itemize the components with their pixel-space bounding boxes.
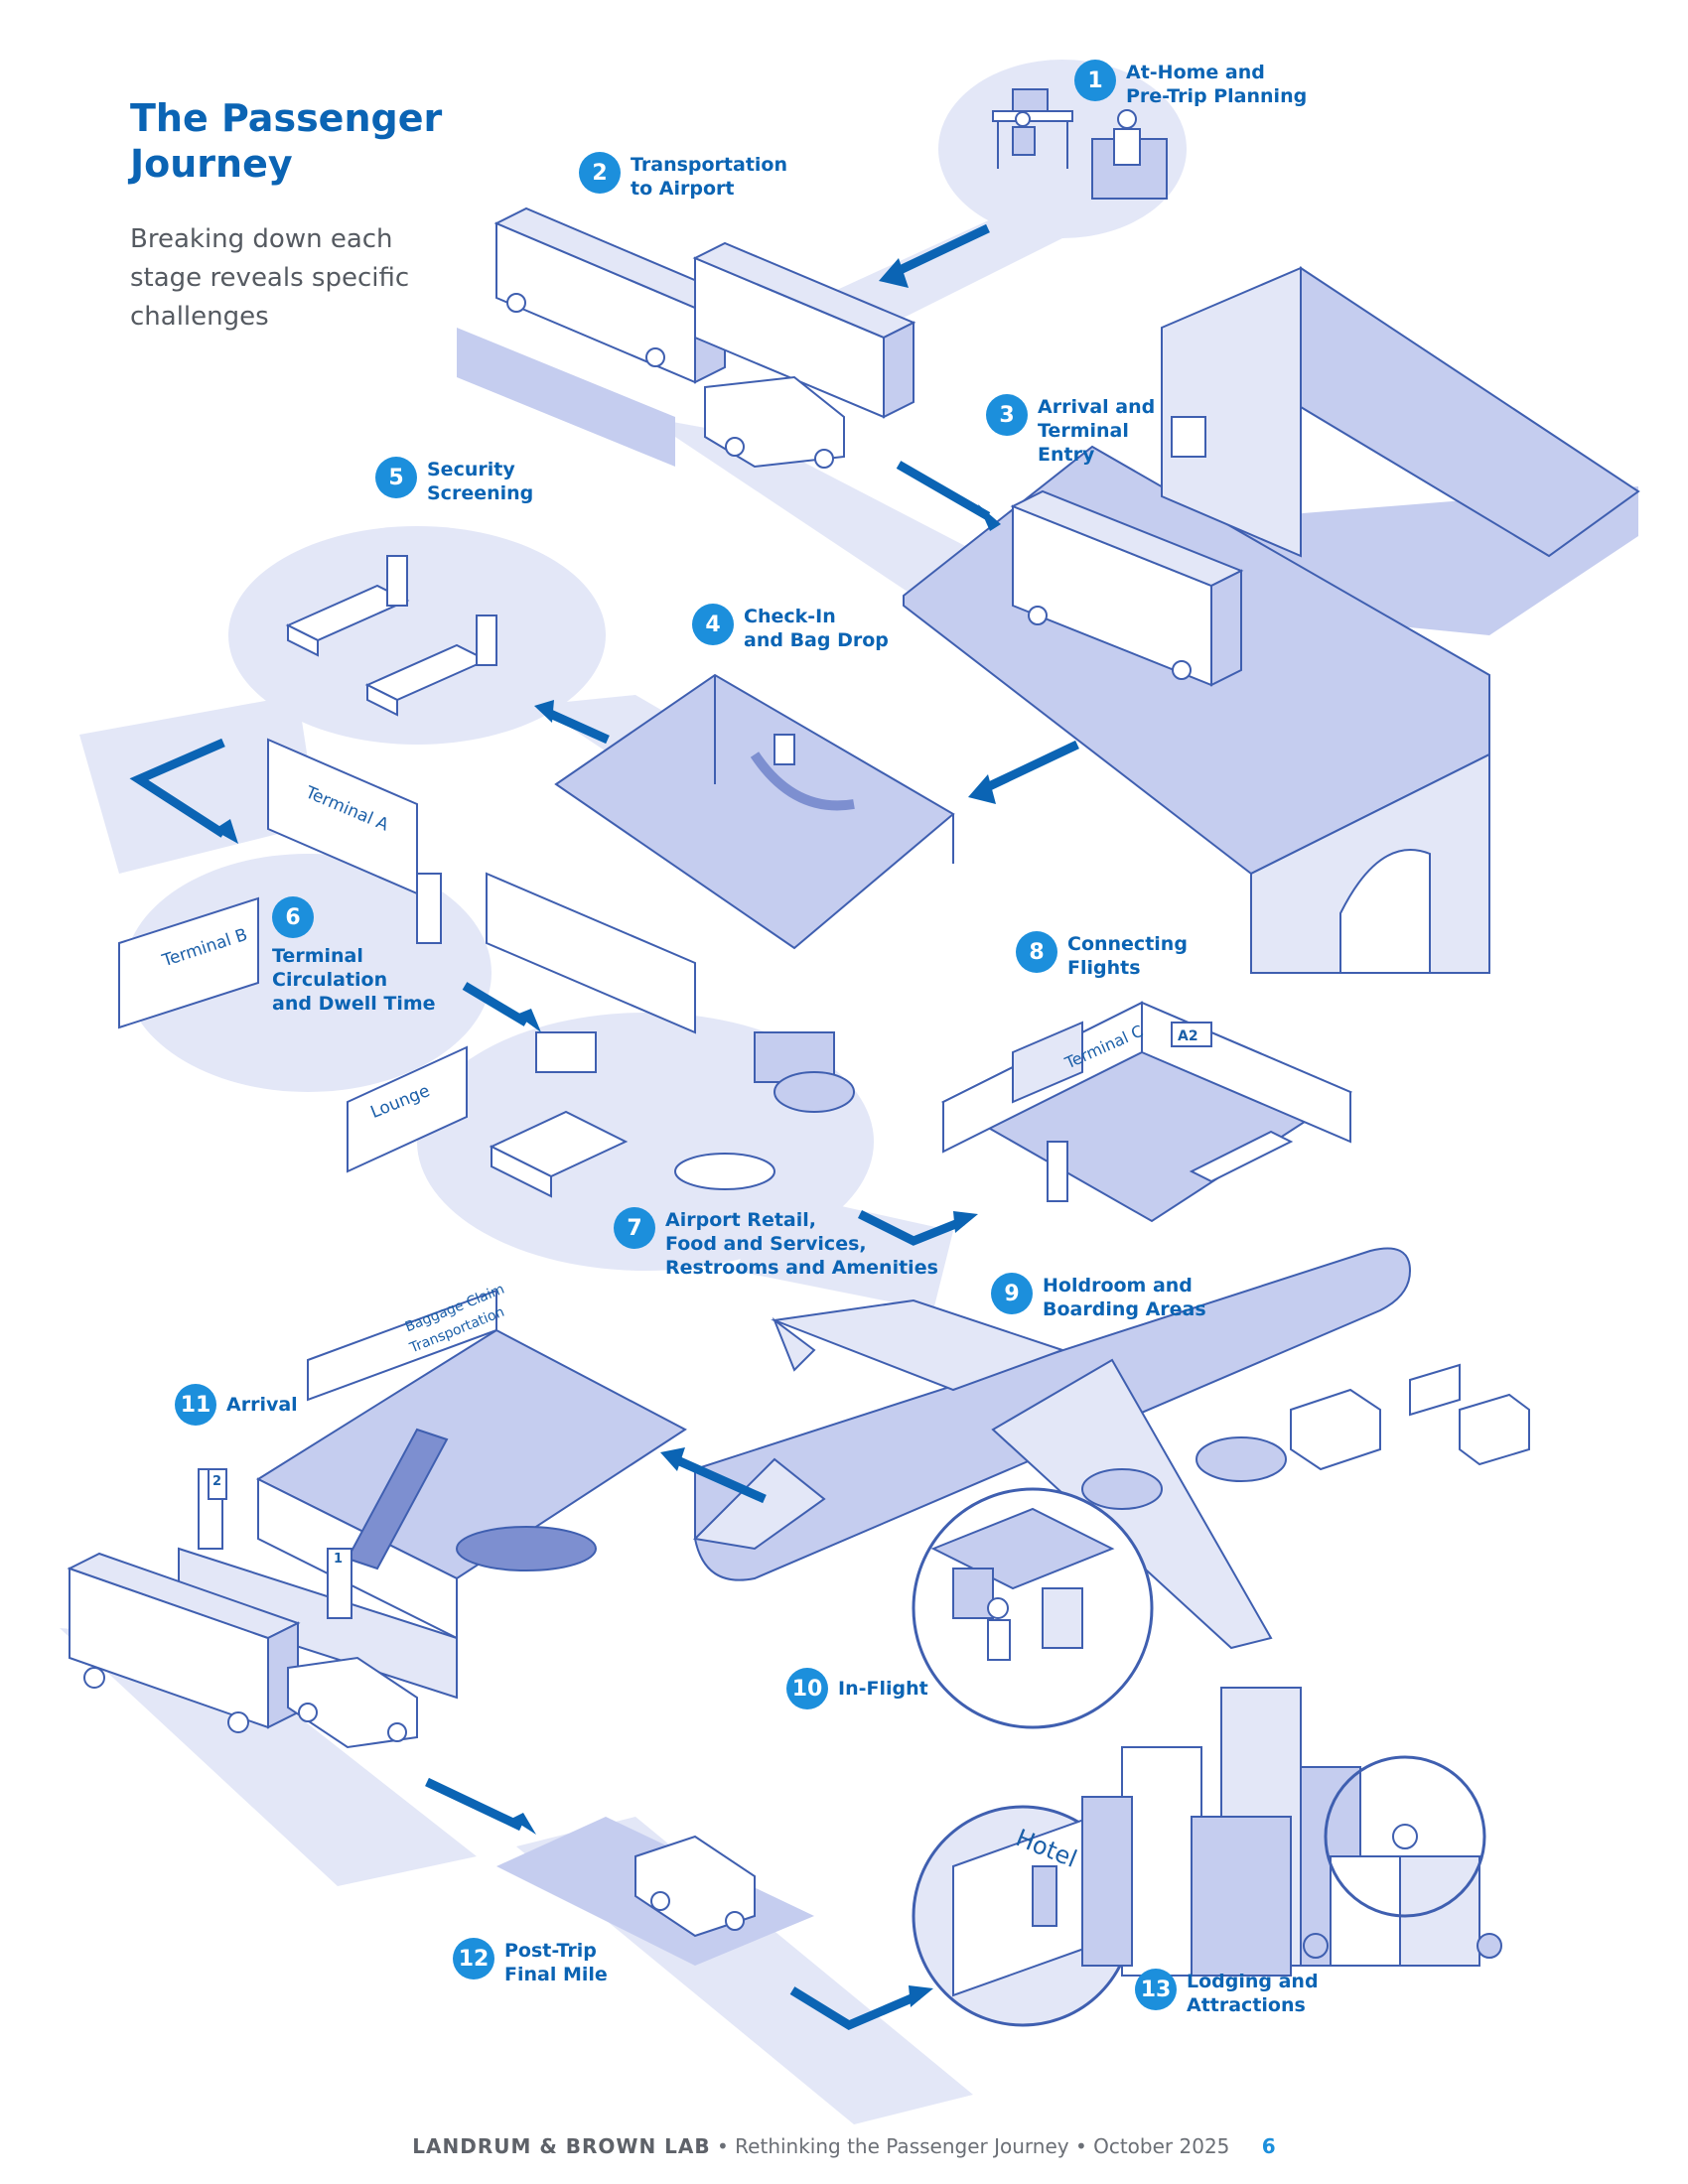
stage-6-badge: 6 xyxy=(272,896,314,938)
circulation-scene xyxy=(118,738,696,1173)
stage-6: 6 Terminal Circulation and Dwell Time xyxy=(272,896,436,1016)
stage-12-badge: 12 xyxy=(453,1938,494,1979)
checkin-scene xyxy=(554,673,955,950)
direction-arrows xyxy=(129,223,1079,2031)
stage-13: 13 Lodging and Attractions xyxy=(1135,1969,1319,2017)
arrival-vehicles xyxy=(67,1552,418,1749)
stage-2: 2 Transportation to Airport xyxy=(579,152,787,201)
stage-5: 5 Security Screening xyxy=(375,457,533,505)
stage-1-badge: 1 xyxy=(1074,60,1116,101)
stage-8-badge: 8 xyxy=(1016,931,1057,973)
stage-12: 12 Post-Trip Final Mile xyxy=(453,1938,608,1986)
transport-scene xyxy=(457,206,916,469)
arrow-1-to-2 xyxy=(892,223,990,278)
final-mile-road xyxy=(496,1817,814,1966)
title-line-2: Journey xyxy=(130,142,293,186)
stage-9-badge: 9 xyxy=(991,1273,1033,1314)
arrow-3-to-4 xyxy=(981,740,1079,794)
stage-13-label: Lodging and Attractions xyxy=(1187,1971,1319,2016)
sign-gate-a2: A2 xyxy=(1178,1028,1198,1044)
sign-stop-1: 1 xyxy=(334,1552,344,1567)
inflight-inset xyxy=(912,1487,1154,1729)
arrow-12-to-13 xyxy=(789,1986,920,2031)
stage-11-label: Arrival xyxy=(226,1394,298,1416)
stage-13-badge: 13 xyxy=(1135,1969,1177,2010)
arrow-4-to-5 xyxy=(546,708,610,745)
stage-5-label: Security Screening xyxy=(427,459,534,504)
stage-4-label: Check-In and Bag Drop xyxy=(744,606,889,651)
stage-4: 4 Check-In and Bag Drop xyxy=(692,604,889,652)
airplane xyxy=(692,1247,1412,1650)
stage-2-badge: 2 xyxy=(579,152,621,194)
stage-9: 9 Holdroom and Boarding Areas xyxy=(991,1273,1206,1321)
journey-path xyxy=(60,60,1187,2124)
stage-9-label: Holdroom and Boarding Areas xyxy=(1043,1275,1206,1320)
terminal-entry-scene xyxy=(903,266,1640,974)
page-footer: LANDRUM & BROWN LAB • Rethinking the Pas… xyxy=(0,2134,1688,2164)
stage-4-badge: 4 xyxy=(692,604,734,645)
stage-6-label: Terminal Circulation and Dwell Time xyxy=(272,945,436,1015)
security-scene xyxy=(285,555,497,717)
page-title: The Passenger Journey xyxy=(130,95,448,187)
sign-parking: P xyxy=(1179,417,1200,452)
stage-1: 1 At-Home and Pre-Trip Planning xyxy=(1074,60,1307,108)
stage-10-badge: 10 xyxy=(786,1668,828,1709)
footer-text: • Rethinking the Passenger Journey • Oct… xyxy=(717,2134,1230,2158)
stage-5-badge: 5 xyxy=(375,457,417,498)
stage-3: 3 Arrival and Terminal Entry xyxy=(986,394,1155,467)
arrow-10-to-11 xyxy=(673,1454,767,1504)
stage-11-badge: 11 xyxy=(175,1384,216,1426)
arrow-5-to-6 xyxy=(129,738,226,838)
arrow-heads xyxy=(213,258,1001,2007)
stage-7: 7 Airport Retail, Food and Services, Res… xyxy=(614,1207,938,1280)
title-line-1: The Passenger xyxy=(130,96,443,140)
stage-3-label: Arrival and Terminal Entry xyxy=(1038,396,1156,466)
stage-12-label: Post-Trip Final Mile xyxy=(504,1940,608,1985)
stage-11: 11 Arrival xyxy=(175,1384,298,1426)
stage-8: 8 Connecting Flights xyxy=(1016,931,1188,980)
stage-10: 10 In-Flight xyxy=(786,1668,928,1709)
lodging-scene xyxy=(912,1687,1502,2027)
stage-2-label: Transportation to Airport xyxy=(631,154,788,200)
stage-3-badge: 3 xyxy=(986,394,1028,436)
ground-vehicles xyxy=(1290,1363,1530,1471)
home-scene xyxy=(992,88,1168,200)
page-number: 6 xyxy=(1261,2134,1276,2158)
stage-8-label: Connecting Flights xyxy=(1067,933,1188,979)
sign-stop-2: 2 xyxy=(212,1474,222,1489)
stage-10-label: In-Flight xyxy=(838,1678,928,1700)
arrow-7-to-8 xyxy=(857,1209,965,1246)
footer-brand: LANDRUM & BROWN LAB xyxy=(412,2134,711,2158)
stage-1-label: At-Home and Pre-Trip Planning xyxy=(1126,62,1308,107)
stage-7-label: Airport Retail, Food and Services, Restr… xyxy=(665,1209,938,1279)
stage-7-badge: 7 xyxy=(614,1207,655,1249)
page-subtitle: Breaking down each stage reveals specifi… xyxy=(130,224,410,332)
arrow-6-to-7 xyxy=(462,982,529,1026)
arrow-2-to-3 xyxy=(896,461,991,520)
holdroom-scene xyxy=(940,1001,1353,1223)
retail-scene xyxy=(489,1031,855,1198)
arrow-11-to-12 xyxy=(425,1777,523,1832)
